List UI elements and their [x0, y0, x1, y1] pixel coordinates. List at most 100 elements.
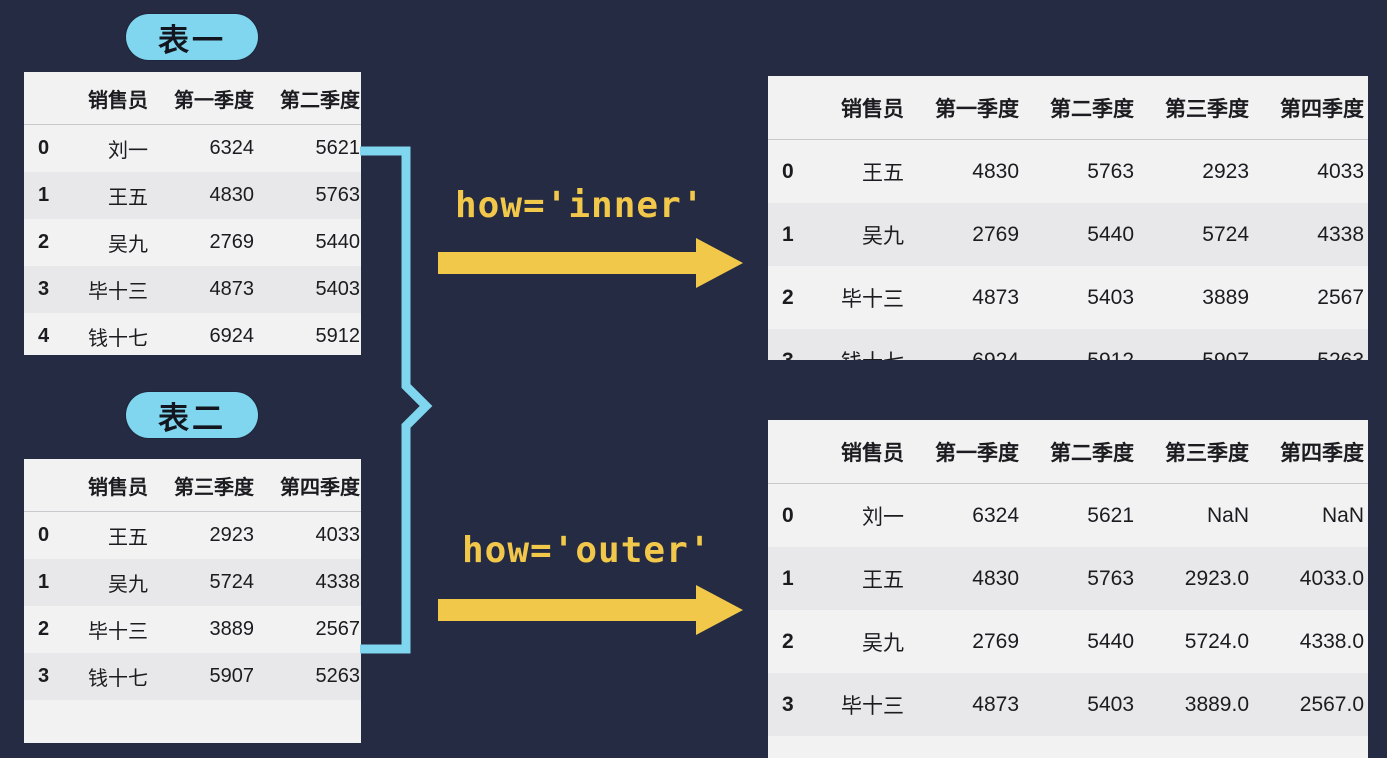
cell-name: 钱十七 [68, 653, 160, 700]
table-header-row: 销售员 第三季度 第四季度 [24, 459, 361, 512]
cell-value: 6924 [209, 325, 255, 347]
cell-value: 2923.0 [1146, 547, 1261, 610]
column-header: 销售员 [818, 76, 916, 140]
source-table-two: 销售员 第三季度 第四季度 0 王五 2923 4033 1 吴九 5724 4… [24, 459, 361, 743]
table-row: 2 吴九 2769 5440 [24, 219, 361, 266]
column-header: 第二季度 [266, 72, 361, 125]
row-index: 1 [24, 559, 68, 606]
inner-join-result: 销售员 第一季度 第二季度 第三季度 第四季度 0 王五 4830 5763 2… [768, 76, 1368, 360]
column-header [24, 459, 68, 512]
table-row: 0 刘一 6324 5621 [24, 125, 361, 173]
cell-value: 5440 [1031, 203, 1146, 266]
cell-value: 5763 [266, 172, 361, 219]
table-header-row: 销售员 第一季度 第二季度 第三季度 第四季度 [768, 420, 1368, 484]
row-index: 2 [38, 618, 50, 640]
inner-join-label: how='inner' [455, 185, 705, 226]
cell-value: 4338 [266, 559, 361, 606]
row-index: 2 [38, 231, 50, 253]
cell-value: 4873 [972, 285, 1019, 309]
column-header [768, 420, 818, 484]
outer-join-result-grid: 销售员 第一季度 第二季度 第三季度 第四季度 0 刘一 6324 5621 N… [768, 420, 1368, 758]
column-header: 第四季度 [1261, 420, 1368, 484]
cell-value: 4873 [916, 673, 1031, 736]
row-index: 0 [38, 137, 50, 159]
cell-name: 毕十三 [818, 673, 916, 736]
cell-name: 毕十三 [68, 266, 160, 313]
row-index: 1 [24, 172, 68, 219]
column-header: 第二季度 [1031, 76, 1146, 140]
cell-value: 4338 [1261, 203, 1368, 266]
cell-value: 4033 [315, 524, 361, 546]
column-header [768, 76, 818, 140]
cell-value: 2923 [209, 524, 255, 546]
row-index: 3 [24, 266, 68, 313]
cell-value: 3889 [1202, 285, 1249, 309]
cell-name: 吴九 [862, 631, 904, 655]
column-header: 第二季度 [1031, 420, 1146, 484]
column-header: 第三季度 [1146, 76, 1261, 140]
cell-value: 5440 [1087, 629, 1134, 653]
cell-value: 4830 [160, 172, 266, 219]
right-arrow-icon [438, 238, 743, 288]
column-header: 第三季度 [1146, 420, 1261, 484]
row-index: 0 [38, 524, 50, 546]
cell-value: 5912 [1031, 329, 1146, 360]
cell-value: 4033.0 [1261, 547, 1368, 610]
cell-value: 4830 [916, 547, 1031, 610]
column-header: 第一季度 [160, 72, 266, 125]
cell-value: 2769 [972, 629, 1019, 653]
cell-value: 4338.0 [1299, 629, 1364, 653]
cell-name: 刘一 [108, 140, 148, 162]
row-index: 3 [768, 329, 818, 360]
row-index: 3 [24, 653, 68, 700]
table-row: 1 吴九 2769 5440 5724 4338 [768, 203, 1368, 266]
outer-join-result: 销售员 第一季度 第二季度 第三季度 第四季度 0 刘一 6324 5621 N… [768, 420, 1368, 758]
row-index: 3 [768, 673, 818, 736]
brace-connector-icon [356, 140, 436, 660]
table-row: 0 刘一 6324 5621 NaN NaN [768, 484, 1368, 548]
cell-value: 3889 [209, 618, 255, 640]
outer-join-label: how='outer' [462, 530, 712, 571]
column-header: 销售员 [68, 72, 160, 125]
table-row: 3 毕十三 4873 5403 3889.0 2567.0 [768, 673, 1368, 736]
cell-value: 2567.0 [1261, 673, 1368, 736]
cell-name: 钱十七 [818, 329, 916, 360]
column-header: 第四季度 [266, 459, 361, 512]
cell-name: 刘一 [862, 505, 904, 529]
cell-name: 吴九 [818, 203, 916, 266]
cell-value: 4830 [972, 159, 1019, 183]
table-row: 4 钱十七 6924 5912 5907.0 5263.0 [768, 736, 1368, 758]
source-table-one-grid: 销售员 第一季度 第二季度 0 刘一 6324 5621 1 王五 4830 5… [24, 72, 361, 355]
cell-value: 5912 [1031, 736, 1146, 758]
cell-value: 5621 [1087, 503, 1134, 527]
table-row: 2 毕十三 3889 2567 [24, 606, 361, 653]
column-header: 第三季度 [160, 459, 266, 512]
cell-value: 5263.0 [1261, 736, 1368, 758]
column-header: 销售员 [68, 459, 160, 512]
cell-value: 5907 [160, 653, 266, 700]
cell-name: 王五 [862, 161, 904, 185]
table-row: 4 钱十七 6924 5912 [24, 313, 361, 355]
cell-value: 2923 [1202, 159, 1249, 183]
cell-name: 吴九 [68, 559, 160, 606]
cell-value: 5621 [315, 137, 361, 159]
inner-join-result-grid: 销售员 第一季度 第二季度 第三季度 第四季度 0 王五 4830 5763 2… [768, 76, 1368, 360]
table-two-badge: 表二 [126, 392, 258, 438]
row-index: 4 [38, 325, 50, 347]
cell-value: 6324 [972, 503, 1019, 527]
row-index: 0 [782, 159, 794, 183]
cell-name: 王五 [68, 172, 160, 219]
column-header: 第四季度 [1261, 76, 1368, 140]
column-header: 销售员 [818, 420, 916, 484]
cell-name: 王五 [108, 527, 148, 549]
table-header-row: 销售员 第一季度 第二季度 第三季度 第四季度 [768, 76, 1368, 140]
column-header: 第一季度 [916, 76, 1031, 140]
source-table-one: 销售员 第一季度 第二季度 0 刘一 6324 5621 1 王五 4830 5… [24, 72, 361, 355]
cell-value: 5763 [1087, 159, 1134, 183]
cell-value: 5724.0 [1184, 629, 1249, 653]
cell-value: 2769 [916, 203, 1031, 266]
cell-value: 5763 [1031, 547, 1146, 610]
table-one-badge: 表一 [126, 14, 258, 60]
row-index: 4 [768, 736, 818, 758]
